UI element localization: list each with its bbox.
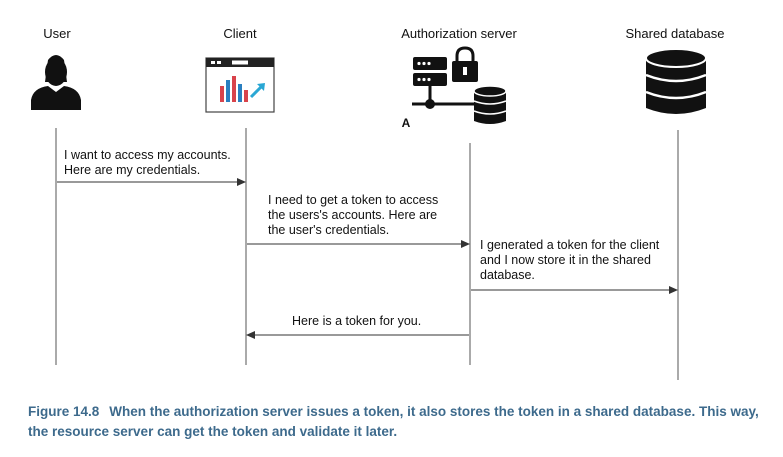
message-1-line-2: Here are my credentials. — [64, 163, 200, 177]
message-3-line-2: and I now store it in the shared — [480, 253, 651, 267]
message-2-line-1: I need to get a token to access — [268, 193, 438, 207]
figure-caption-text: When the authorization server issues a t… — [28, 404, 759, 439]
message-authorization-server-to-client: Here is a token for you. — [246, 314, 469, 339]
authorization-server-tag: A — [402, 116, 411, 130]
actor-label-authorization-server: Authorization server — [401, 26, 517, 41]
message-3-line-3: database. — [480, 268, 535, 282]
message-client-to-authorization-server: I need to get a token to access the user… — [247, 193, 470, 248]
message-4-line-1: Here is a token for you. — [292, 314, 421, 328]
message-2-line-2: the users's accounts. Here are — [268, 208, 437, 222]
sequence-diagram: User Client Authorization server Shared … — [31, 26, 725, 380]
figure-number: Figure 14.8 — [28, 404, 100, 419]
user-icon — [31, 55, 81, 110]
message-1-line-1: I want to access my accounts. — [64, 148, 231, 162]
message-3-line-1: I generated a token for the client — [480, 238, 660, 252]
client-dashboard-icon — [205, 57, 275, 113]
message-authorization-server-to-database: I generated a token for the client and I… — [471, 238, 678, 294]
database-icon — [645, 48, 707, 114]
actor-label-shared-database: Shared database — [625, 26, 724, 41]
authorization-server-icon — [412, 46, 507, 124]
actor-label-user: User — [43, 26, 71, 41]
actor-label-client: Client — [223, 26, 257, 41]
message-2-line-3: the user's credentials. — [268, 223, 389, 237]
message-user-to-client: I want to access my accounts. Here are m… — [57, 148, 246, 186]
